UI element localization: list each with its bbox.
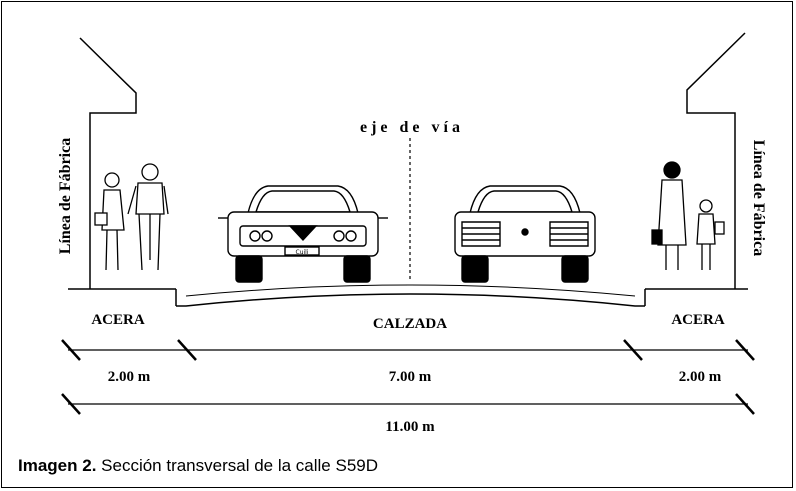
section-label-center: CALZADA (373, 316, 447, 332)
right-building-outline (686, 32, 746, 289)
dimension-total: 11.00 m (385, 419, 435, 435)
right-facade-label: Línea de Fábrica (750, 140, 767, 256)
left-facade-label: Línea de Fábrica (57, 138, 74, 254)
dimension-center: 7.00 m (389, 369, 432, 385)
caption-prefix: Imagen 2. (18, 456, 97, 475)
right-car-rear-view (454, 185, 596, 283)
left-building-outline (79, 37, 137, 289)
dim-tick-1 (61, 339, 81, 361)
dimension-right: 2.00 m (679, 369, 722, 385)
caption-text: Sección transversal de la calle S59D (96, 456, 379, 475)
section-label-right: ACERA (671, 312, 725, 328)
dim-total-tick-right (735, 393, 755, 415)
dim-tick-2 (177, 339, 197, 361)
dim-total-tick-left (61, 393, 81, 415)
section-label-left: ACERA (91, 312, 145, 328)
left-pedestrians (94, 163, 169, 271)
axis-label: e j e d e v í a (360, 119, 460, 136)
road-surface (176, 293, 645, 307)
dim-tick-3 (623, 339, 643, 361)
left-car-front-view (218, 185, 388, 283)
car-plate: Cuili (296, 249, 309, 256)
dimension-left: 2.00 m (108, 369, 151, 385)
right-pedestrians (651, 161, 725, 270)
dim-tick-4 (735, 339, 755, 361)
figure-caption: Imagen 2. Sección transversal de la call… (18, 456, 378, 476)
road-surface-inner (185, 284, 636, 297)
